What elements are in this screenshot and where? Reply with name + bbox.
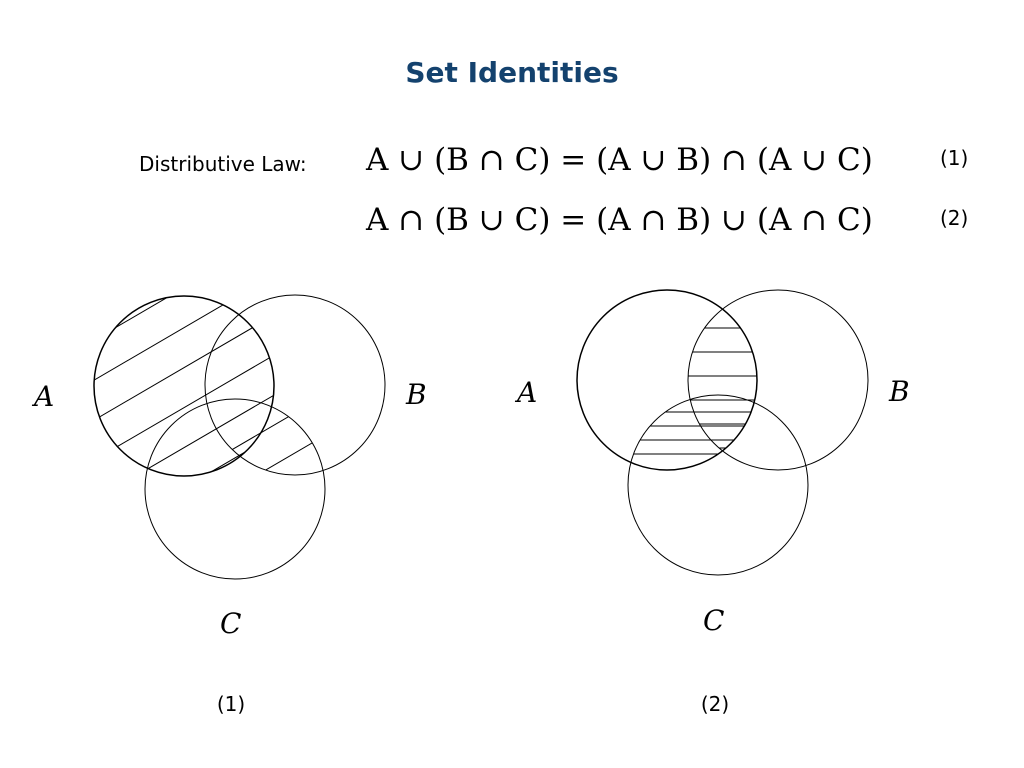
distributive-law-label: Distributive Law: [139,152,307,176]
circle-b-2 [687,289,869,471]
diagram-1-caption: (1) [216,692,246,716]
equation-1: A ∪ (B ∩ C) = (A ∪ B) ∩ (A ∪ C) [366,142,873,178]
venn-diagram-2: A B C [514,289,910,637]
horizontal-hatching-a-and-b [688,327,757,449]
equation-2-number: (2) [940,206,969,230]
diagram-2-caption: (2) [700,692,730,716]
circle-a-2 [576,289,758,471]
set-label-a-1: A [31,380,54,413]
equation-1-number: (1) [940,146,969,170]
page-title: Set Identities [405,56,619,89]
set-label-b-2: B [888,375,910,408]
set-label-a-2: A [514,376,537,409]
venn-diagram-1: A B C [31,294,427,640]
set-label-c-2: C [703,604,724,637]
equation-2: A ∩ (B ∪ C) = (A ∩ B) ∪ (A ∩ C) [366,202,873,238]
circle-b-1 [204,294,386,476]
circle-a-1 [93,295,275,477]
set-label-b-1: B [405,378,427,411]
circle-c-2 [627,394,809,576]
set-label-c-1: C [220,607,241,640]
circle-c-1 [144,398,326,580]
